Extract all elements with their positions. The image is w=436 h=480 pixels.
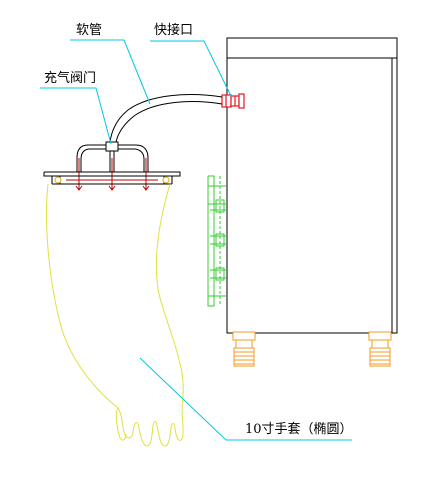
door-hinge [207,175,226,307]
cabinet-body [226,37,398,334]
connector-leader [150,40,233,99]
valve-stems [66,158,158,191]
glove-leader [139,357,352,441]
quick-connector [221,93,245,109]
quick-connector-label: 快接口 [154,23,194,38]
cabinet [226,37,398,334]
glove-label: 10寸手套（椭圆） [245,422,353,437]
hose-leader [70,39,151,105]
hose [109,94,223,143]
caster-left [232,331,256,367]
caster-right [368,331,392,367]
inflation-valve-label: 充气阀门 [44,71,97,86]
hose-label: 软管 [76,23,103,38]
leader-lines [40,39,352,441]
inflation-valve-body [105,141,119,152]
glove [46,183,184,447]
valve-leader [40,87,112,145]
manifold [76,141,149,172]
port-clamps [54,176,170,184]
